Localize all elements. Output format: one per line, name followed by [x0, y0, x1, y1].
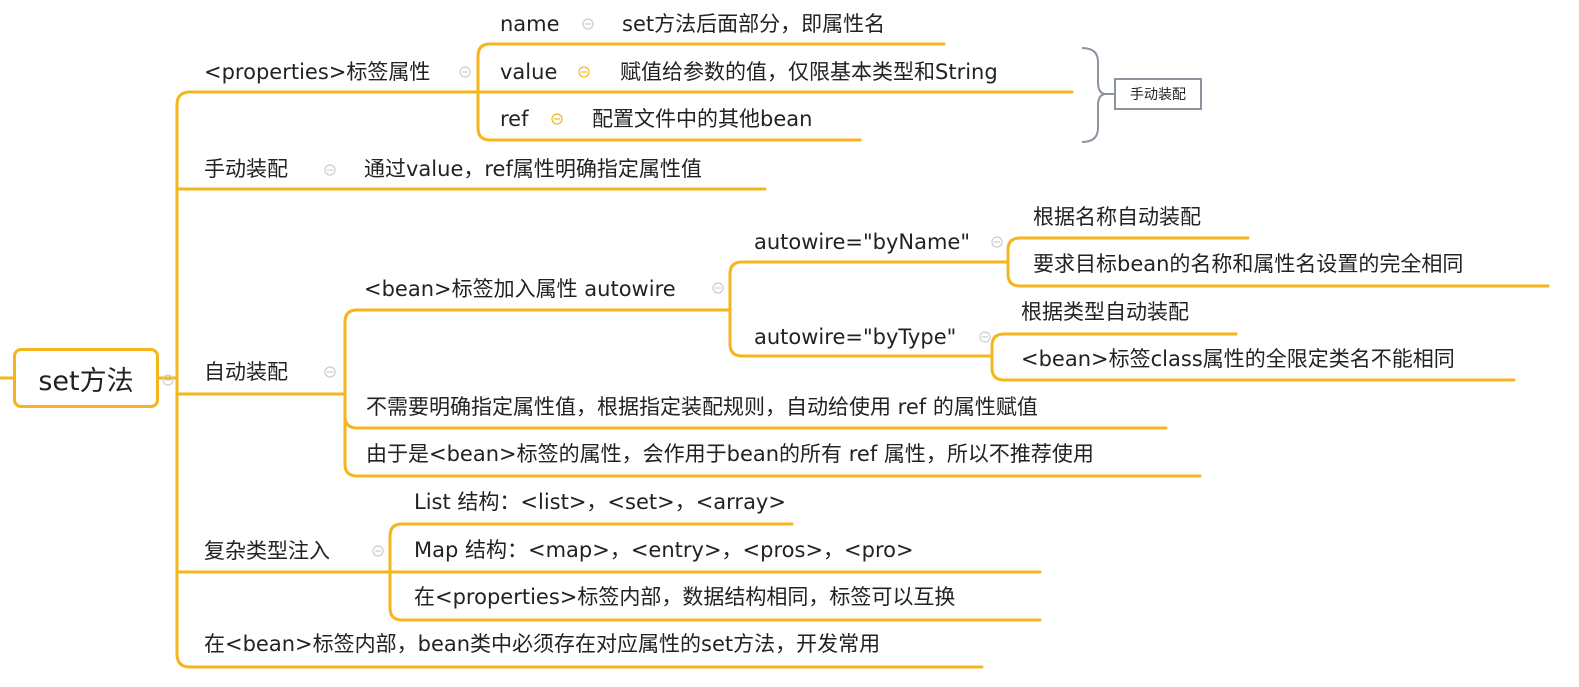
collapse-bytype-icon	[979, 331, 991, 343]
autowire-node[interactable]: <bean>标签加入属性 autowire	[364, 277, 676, 301]
properties-ref-note: 配置文件中的其他bean	[592, 107, 813, 131]
auto-node[interactable]: 自动装配	[204, 360, 288, 384]
bytype-item1-line	[990, 332, 1238, 358]
auto-children-line	[343, 308, 732, 396]
complex-item-1: List 结构：<list>，<set>，<array>	[414, 490, 786, 514]
summary-manual-box[interactable]: 手动装配	[1114, 78, 1202, 110]
complex-item1-line	[388, 522, 794, 574]
byname-item2-line	[1006, 260, 1550, 288]
complex-node[interactable]: 复杂类型注入	[204, 539, 330, 563]
properties-value-note: 赋值给参数的值，仅限基本类型和String	[620, 60, 998, 84]
byname-item1-line	[1006, 236, 1250, 264]
byname-item-2: 要求目标bean的名称和属性名设置的完全相同	[1033, 252, 1464, 276]
trunk-line	[175, 90, 480, 380]
collapse-complex-icon	[372, 545, 384, 557]
collapse-autowire-icon	[712, 282, 724, 294]
bytype-node[interactable]: autowire="byType"	[754, 325, 957, 349]
auto-item2-line	[343, 392, 1202, 478]
root-node[interactable]: set方法	[13, 348, 159, 408]
complex-item-3: 在<properties>标签内部，数据结构相同，标签可以互换	[414, 585, 956, 609]
collapse-ref-icon	[551, 113, 563, 125]
bytype-item-1: 根据类型自动装配	[1021, 300, 1189, 324]
bytype-item2-line	[990, 354, 1516, 382]
trunk-line-lower	[175, 376, 984, 669]
autowire-byname-line	[728, 260, 1010, 312]
manual-note: 通过value，ref属性明确指定属性值	[364, 157, 702, 181]
properties-ref-node[interactable]: ref	[500, 107, 529, 131]
complex-item-2: Map 结构：<map>，<entry>，<pros>，<pro>	[414, 538, 914, 562]
byname-item-1: 根据名称自动装配	[1033, 205, 1201, 229]
collapse-auto-icon	[324, 366, 336, 378]
collapse-value-icon	[578, 66, 590, 78]
autowire-bytype-line	[728, 308, 994, 358]
auto-item-1: 不需要明确指定属性值，根据指定装配规则，自动给使用 ref 的属性赋值	[366, 395, 1038, 419]
collapse-byname-icon	[991, 236, 1003, 248]
properties-name-note: set方法后面部分，即属性名	[622, 12, 886, 36]
collapse-properties-icon	[459, 66, 471, 78]
manual-node[interactable]: 手动装配	[204, 157, 288, 181]
inner-node[interactable]: 在<bean>标签内部，bean类中必须存在对应属性的set方法，开发常用	[204, 632, 881, 656]
complex-item3-line	[388, 570, 1042, 622]
properties-name-node[interactable]: name	[500, 12, 560, 36]
properties-ref-line	[476, 90, 862, 142]
bytype-item-2: <bean>标签class属性的全限定类名不能相同	[1021, 347, 1455, 371]
auto-item-2: 由于是<bean>标签的属性，会作用于bean的所有 ref 属性，所以不推荐使…	[366, 442, 1094, 466]
summary-bracket	[1081, 47, 1107, 143]
root-label: set方法	[38, 365, 134, 397]
properties-node[interactable]: <properties>标签属性	[204, 60, 431, 84]
properties-value-node[interactable]: value	[500, 60, 558, 84]
collapse-manual-icon	[324, 164, 336, 176]
properties-children-line	[476, 42, 946, 94]
byname-node[interactable]: autowire="byName"	[754, 230, 970, 254]
collapse-name-icon	[582, 18, 594, 30]
summary-manual-label: 手动装配	[1130, 87, 1186, 103]
collapse-root-icon	[162, 374, 174, 386]
